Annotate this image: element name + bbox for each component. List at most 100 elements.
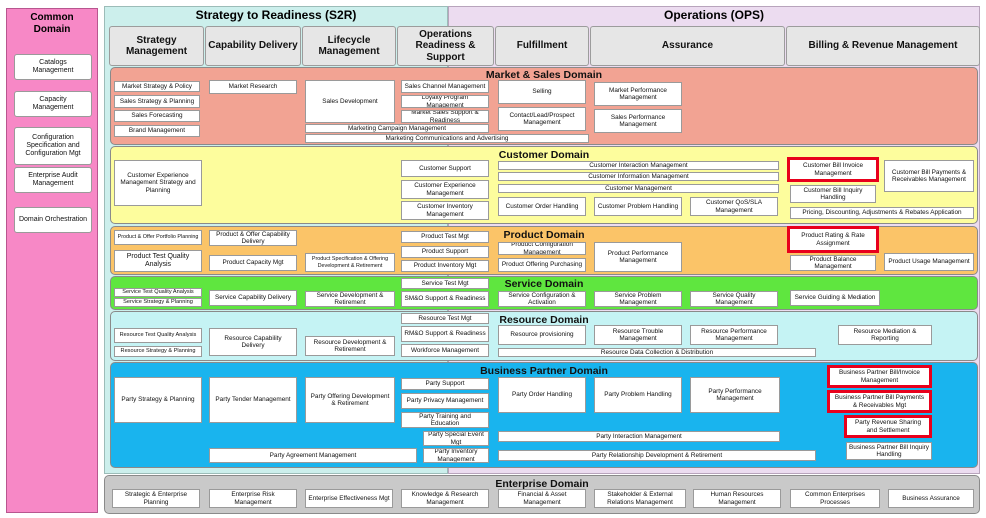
- product-support[interactable]: Product Support: [401, 246, 489, 258]
- product-rating-assignment[interactable]: Product Rating & Rate Assignment: [787, 226, 879, 253]
- party-order-handling[interactable]: Party Order Handling: [498, 377, 586, 413]
- sales-channel-management[interactable]: Sales Channel Management: [401, 80, 489, 93]
- customer-inventory-management[interactable]: Customer Inventory Management: [401, 201, 489, 220]
- party-privacy-management[interactable]: Party Privacy Management: [401, 393, 489, 409]
- business-assurance[interactable]: Business Assurance: [888, 489, 974, 508]
- sales-development[interactable]: Sales Development: [305, 80, 395, 123]
- market-research[interactable]: Market Research: [209, 80, 297, 94]
- customer-bill-inquiry[interactable]: Customer Bill Inquiry Handling: [790, 185, 876, 203]
- product-performance-management[interactable]: Product Performance Management: [594, 242, 682, 272]
- sales-strategy-planning[interactable]: Sales Strategy & Planning: [114, 95, 200, 108]
- resource-trouble-management[interactable]: Resource Trouble Management: [594, 325, 682, 345]
- resource-mediation-reporting[interactable]: Resource Mediation & Reporting: [838, 325, 932, 345]
- service-guiding-mediation[interactable]: Service Guiding & Mediation: [790, 290, 880, 306]
- sales-performance-management[interactable]: Sales Performance Management: [594, 109, 682, 133]
- enterprise-effectiveness-mgt[interactable]: Enterprise Effectiveness Mgt: [305, 489, 393, 508]
- product-offer-portfolio[interactable]: Product & Offer Portfolio Planning: [114, 230, 202, 245]
- partner-bill-payments[interactable]: Business Partner Bill Payments & Receiva…: [827, 390, 932, 413]
- customer-support[interactable]: Customer Support: [401, 160, 489, 177]
- common-item-catalogs[interactable]: Catalogs Management: [14, 54, 92, 80]
- product-specification-offering[interactable]: Product Specification & Offering Develop…: [305, 253, 395, 272]
- party-relationship-development[interactable]: Party Relationship Development & Retirem…: [498, 450, 816, 461]
- product-usage-management[interactable]: Product Usage Management: [884, 253, 974, 271]
- market-performance-management[interactable]: Market Performance Management: [594, 82, 682, 106]
- common-item-configuration[interactable]: Configuration Specification and Configur…: [14, 127, 92, 165]
- party-revenue-sharing[interactable]: Party Revenue Sharing and Settlement: [844, 415, 932, 438]
- customer-order-handling[interactable]: Customer Order Handling: [498, 197, 586, 216]
- customer-bill-invoice[interactable]: Customer Bill Invoice Management: [787, 157, 879, 182]
- sales-forecasting[interactable]: Sales Forecasting: [114, 110, 200, 122]
- customer-qos-sla[interactable]: Customer QoS/SLA Management: [690, 197, 778, 216]
- resource-capability-delivery[interactable]: Resource Capability Delivery: [209, 328, 297, 356]
- service-development-retirement[interactable]: Service Development & Retirement: [305, 291, 395, 307]
- party-tender-management[interactable]: Party Tender Management: [209, 377, 297, 423]
- common-item-orchestration[interactable]: Domain Orchestration: [14, 207, 92, 233]
- service-test-quality-analysis[interactable]: Service Test Quality Analysis: [114, 288, 202, 297]
- market-sales-support[interactable]: Market Sales Support & Readiness: [401, 110, 489, 123]
- market-sales-domain-title: Market & Sales Domain: [485, 69, 603, 81]
- party-interaction-management[interactable]: Party Interaction Management: [498, 431, 780, 442]
- service-problem-management[interactable]: Service Problem Management: [594, 291, 682, 307]
- knowledge-research-management[interactable]: Knowledge & Research Management: [401, 489, 489, 508]
- common-enterprises-processes[interactable]: Common Enterprises Processes: [790, 489, 880, 508]
- party-support[interactable]: Party Support: [401, 378, 489, 390]
- enterprise-risk-management[interactable]: Enterprise Risk Management: [209, 489, 297, 508]
- product-balance-management[interactable]: Product Balance Management: [790, 255, 876, 271]
- resource-performance-management[interactable]: Resource Performance Management: [690, 325, 778, 345]
- rmo-support-readiness[interactable]: RM&O Support & Readiness: [401, 326, 489, 342]
- selling[interactable]: Selling: [498, 80, 586, 104]
- party-inventory-management[interactable]: Party Inventory Management: [423, 448, 489, 463]
- product-configuration-management[interactable]: Product Configuration Management: [498, 242, 586, 255]
- party-special-event[interactable]: Party Special Event Mgt: [423, 431, 489, 446]
- workforce-management[interactable]: Workforce Management: [401, 344, 489, 357]
- resource-development-retirement[interactable]: Resource Development & Retirement: [305, 336, 395, 356]
- smo-support-readiness[interactable]: SM&O Support & Readiness: [401, 291, 489, 307]
- service-capability-delivery[interactable]: Service Capability Delivery: [209, 290, 297, 306]
- party-agreement-management[interactable]: Party Agreement Management: [209, 448, 417, 463]
- product-offering-purchasing[interactable]: Product Offering Purchasing: [498, 258, 586, 272]
- customer-information-management[interactable]: Customer Information Management: [498, 172, 779, 181]
- party-performance-management[interactable]: Party Performance Management: [690, 377, 780, 413]
- product-inventory-mgt[interactable]: Product Inventory Mgt: [401, 260, 489, 272]
- resource-strategy-planning[interactable]: Resource Strategy & Planning: [114, 346, 202, 357]
- contact-lead-prospect[interactable]: Contact/Lead/Prospect Management: [498, 107, 586, 131]
- resource-provisioning[interactable]: Resource provisioning: [498, 325, 586, 345]
- customer-interaction-management[interactable]: Customer Interaction Management: [498, 161, 779, 170]
- stakeholder-external-relations[interactable]: Stakeholder & External Relations Managem…: [594, 489, 686, 508]
- customer-management[interactable]: Customer Management: [498, 184, 779, 193]
- product-test-quality-analysis[interactable]: Product Test Quality Analysis: [114, 250, 202, 272]
- ops-title: Operations (OPS): [663, 8, 764, 22]
- resource-test-mgt[interactable]: Resource Test Mgt: [401, 313, 489, 324]
- customer-experience-management[interactable]: Customer Experience Management: [401, 180, 489, 199]
- resource-data-collection[interactable]: Resource Data Collection & Distribution: [498, 348, 816, 357]
- party-problem-handling[interactable]: Party Problem Handling: [594, 377, 682, 413]
- marketing-campaign-management[interactable]: Marketing Campaign Management: [305, 124, 489, 133]
- enterprise-strategic-planning[interactable]: Strategic & Enterprise Planning: [112, 489, 200, 508]
- product-capacity-mgt[interactable]: Product Capacity Mgt: [209, 255, 297, 271]
- human-resources-management[interactable]: Human Resources Management: [693, 489, 781, 508]
- brand-management[interactable]: Brand Management: [114, 125, 200, 137]
- common-item-capacity[interactable]: Capacity Management: [14, 91, 92, 117]
- partner-bill-inquiry[interactable]: Business Partner Bill Inquiry Handling: [846, 442, 932, 460]
- product-offer-capability[interactable]: Product & Offer Capability Delivery: [209, 230, 297, 246]
- marketing-communications[interactable]: Marketing Communications and Advertising: [305, 134, 589, 143]
- party-strategy-planning[interactable]: Party Strategy & Planning: [114, 377, 202, 423]
- common-item-audit[interactable]: Enterprise Audit Management: [14, 167, 92, 193]
- partner-bill-invoice[interactable]: Business Partner Bill/Invoice Management: [827, 365, 932, 388]
- customer-bill-payments[interactable]: Customer Bill Payments & Receivables Man…: [884, 160, 974, 192]
- service-test-mgt[interactable]: Service Test Mgt: [401, 278, 489, 289]
- pricing-discounting[interactable]: Pricing, Discounting, Adjustments & Reba…: [790, 207, 974, 219]
- service-configuration-activation[interactable]: Service Configuration & Activation: [498, 291, 586, 307]
- party-training-education[interactable]: Party Training and Education: [401, 412, 489, 428]
- resource-test-quality-analysis[interactable]: Resource Test Quality Analysis: [114, 328, 202, 343]
- service-strategy-planning[interactable]: Service Strategy & Planning: [114, 298, 202, 307]
- market-strategy-policy[interactable]: Market Strategy & Policy: [114, 81, 200, 92]
- service-quality-management[interactable]: Service Quality Management: [690, 291, 778, 307]
- party-offering-development[interactable]: Party Offering Development & Retirement: [305, 377, 395, 423]
- customer-experience-strategy[interactable]: Customer Experience Management Strategy …: [114, 160, 202, 206]
- customer-domain-title: Customer Domain: [498, 149, 590, 161]
- financial-asset-management[interactable]: Financial & Asset Management: [498, 489, 586, 508]
- customer-problem-handling[interactable]: Customer Problem Handling: [594, 197, 682, 216]
- product-test-mgt[interactable]: Product Test Mgt: [401, 231, 489, 243]
- loyalty-program-management[interactable]: Loyalty Program Management: [401, 95, 489, 108]
